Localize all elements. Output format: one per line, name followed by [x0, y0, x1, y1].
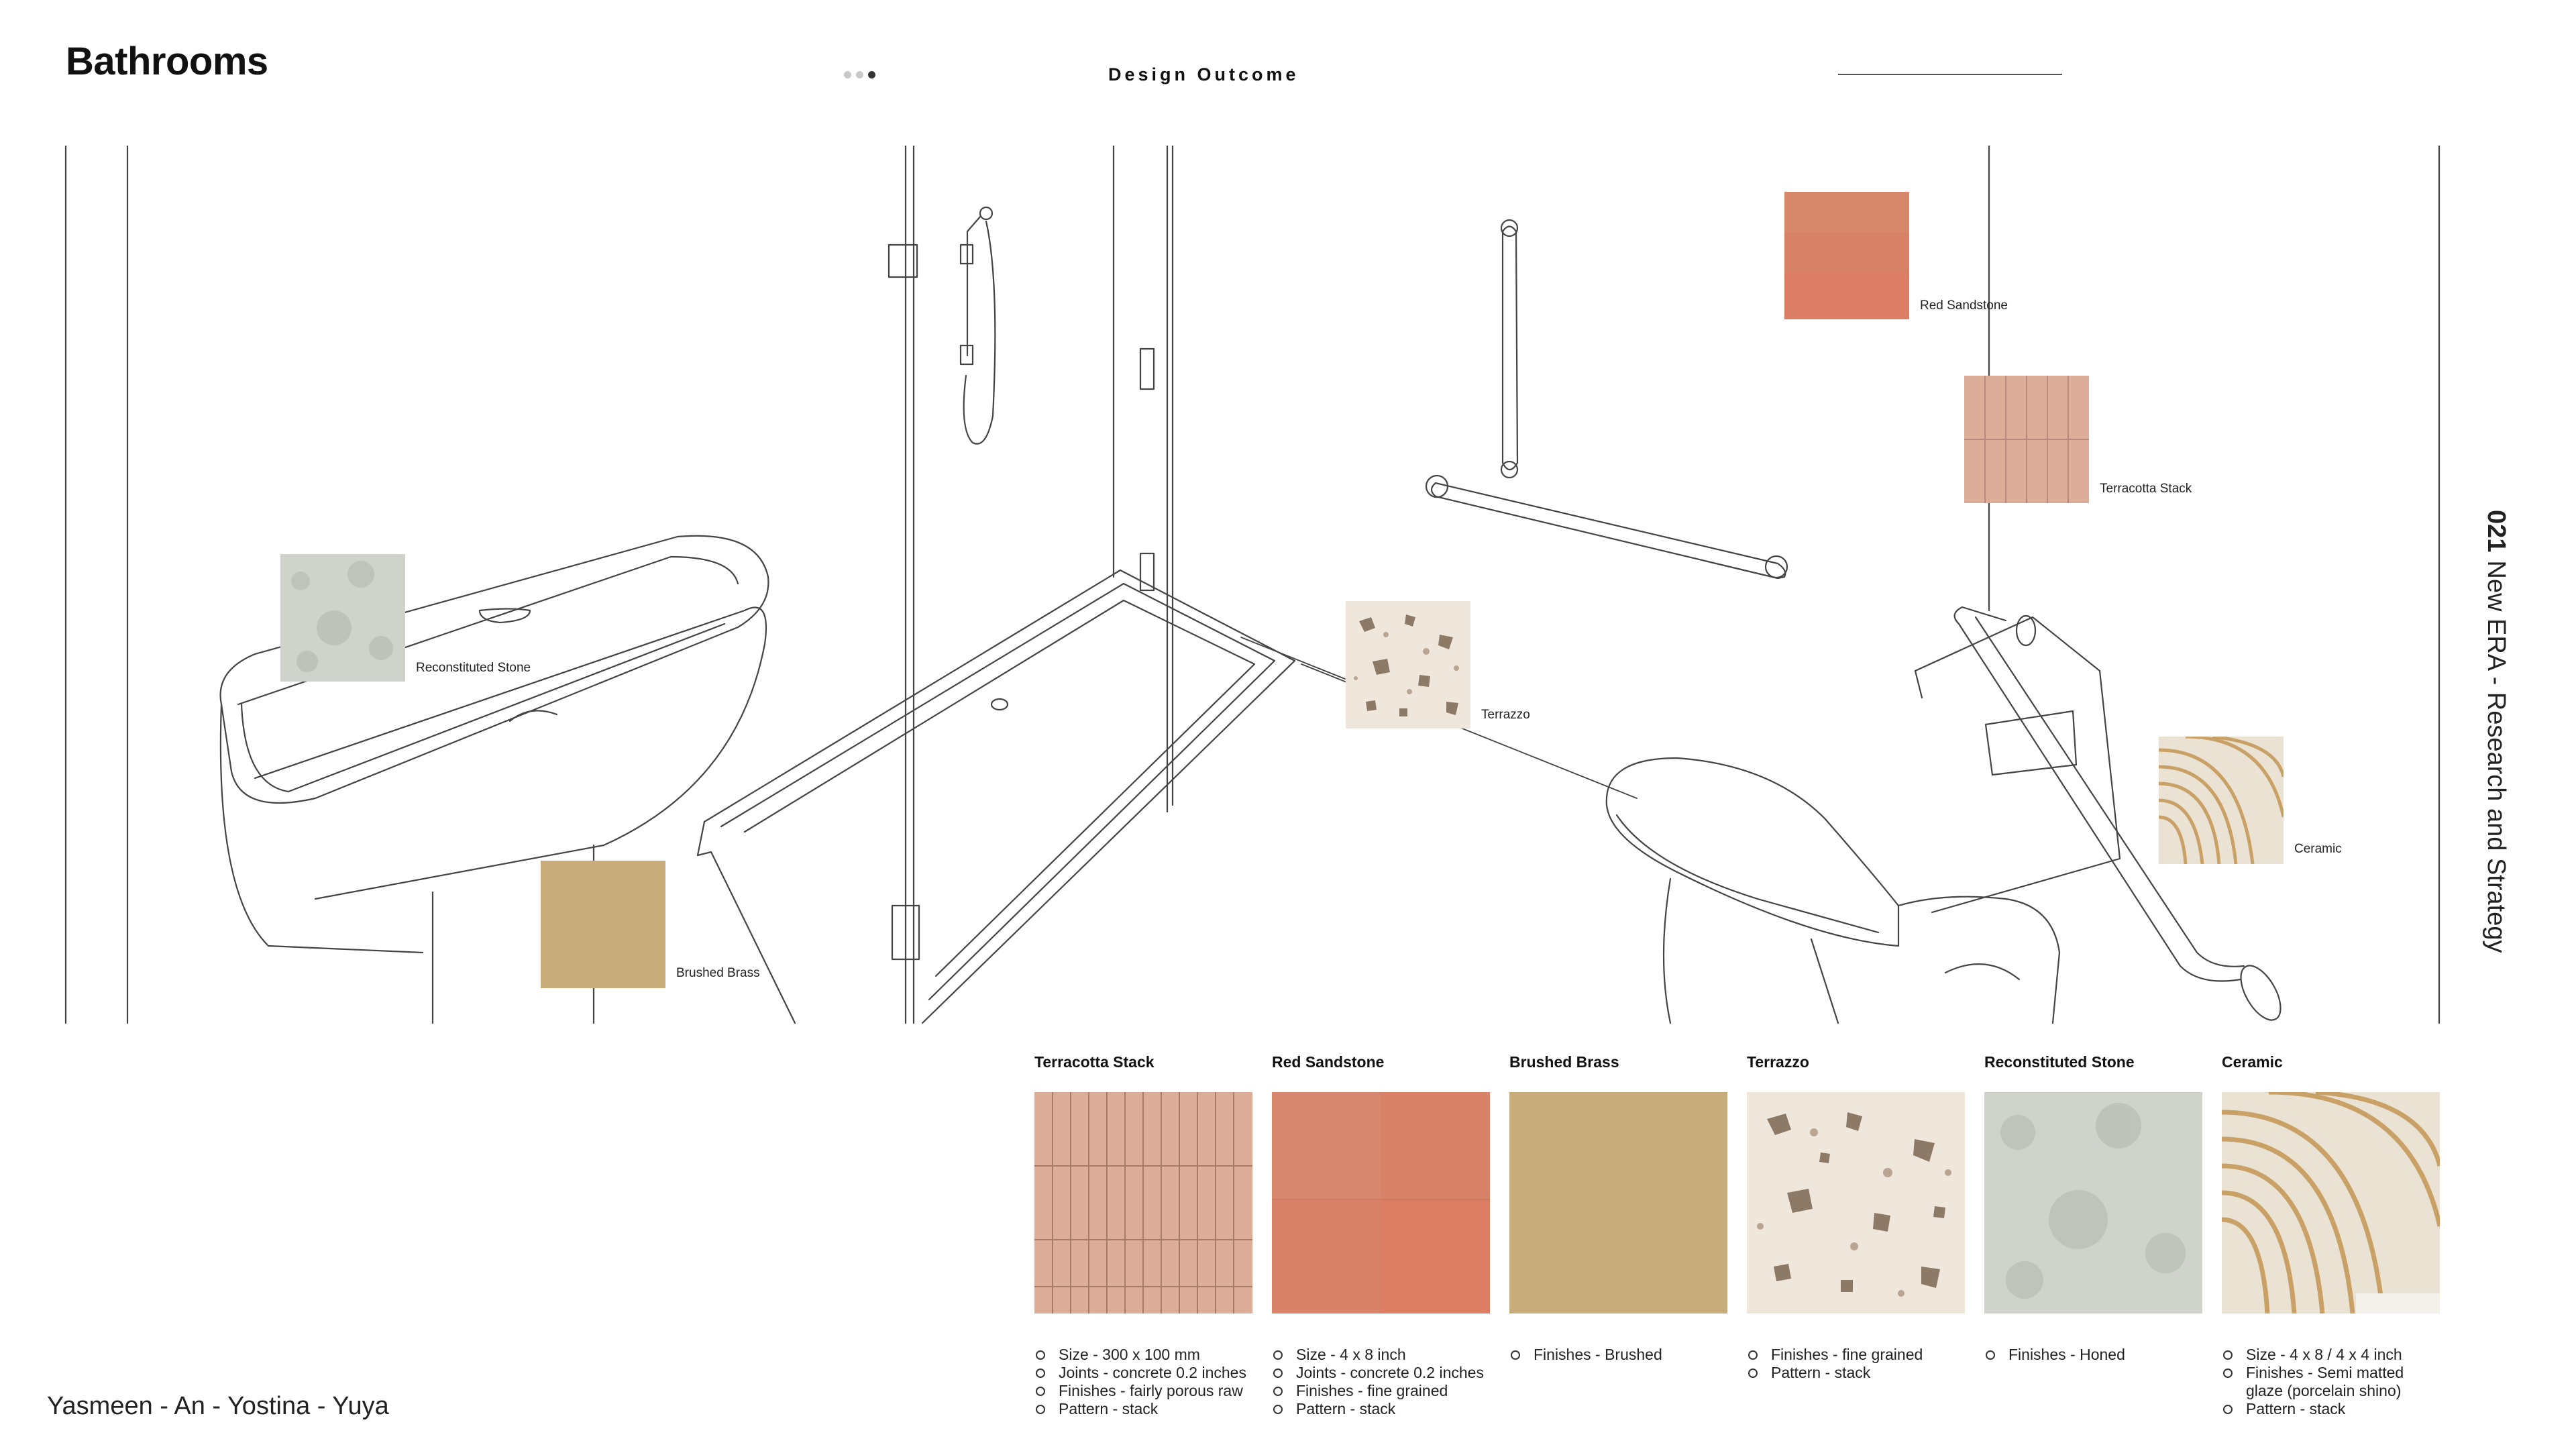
material-specs: Size - 300 x 100 mm Joints - concrete 0.… [1034, 1346, 1252, 1418]
red-sandstone-swatch [1784, 192, 1909, 319]
material-name: Terracotta Stack [1034, 1053, 1155, 1071]
material-name: Terrazzo [1747, 1053, 1809, 1071]
spec-item: Pattern - stack [1747, 1364, 1965, 1382]
ceramic-tile [2222, 1092, 2440, 1313]
material-name: Ceramic [2222, 1053, 2283, 1071]
spec-item: Joints - concrete 0.2 inches [1034, 1364, 1252, 1382]
brushed-brass-tile [1509, 1092, 1727, 1313]
material-specs: Size - 4 x 8 / 4 x 4 inch Finishes - Sem… [2222, 1346, 2440, 1418]
material-specs: Finishes - fine grained Pattern - stack [1747, 1346, 1965, 1382]
authors: Yasmeen - An - Yostina - Yuya [47, 1392, 389, 1420]
spec-item: Size - 4 x 8 inch [1272, 1346, 1490, 1364]
material-card-reconstituted-stone: Reconstituted Stone Finishes - Honed [1984, 1053, 2202, 1364]
label-terracotta-stack: Terracotta Stack [2100, 482, 2192, 496]
vanity-basin [219, 535, 769, 1024]
spec-item: Finishes - Honed [1984, 1346, 2202, 1364]
grab-bars [1425, 219, 1788, 580]
label-terrazzo: Terrazzo [1481, 708, 1530, 722]
toilet [1605, 606, 2282, 1024]
ceramic-swatch [2159, 737, 2284, 864]
page-dot [844, 71, 851, 78]
reconstituted-stone-swatch [280, 554, 405, 682]
label-brushed-brass: Brushed Brass [676, 966, 760, 980]
spec-item: Pattern - stack [2222, 1400, 2440, 1418]
red-sandstone-tile [1272, 1092, 1490, 1313]
label-red-sandstone: Red Sandstone [1920, 299, 2008, 313]
label-ceramic: Ceramic [2294, 842, 2342, 856]
spec-item: Pattern - stack [1034, 1400, 1252, 1418]
material-specs: Size - 4 x 8 inch Joints - concrete 0.2 … [1272, 1346, 1490, 1418]
page-title: Bathrooms [66, 40, 268, 83]
bathroom-line-drawing [64, 145, 2440, 1024]
material-specs: Finishes - Honed [1984, 1346, 2202, 1364]
spec-item: Size - 300 x 100 mm [1034, 1346, 1252, 1364]
label-reconstituted-stone: Reconstituted Stone [416, 661, 531, 675]
material-name: Brushed Brass [1509, 1053, 1619, 1071]
spec-item: Pattern - stack [1272, 1400, 1490, 1418]
spec-item: Finishes - Semi matted glaze (porcelain … [2222, 1364, 2440, 1400]
page-indicator [844, 71, 875, 78]
material-specs: Finishes - Brushed [1509, 1346, 1727, 1364]
section-title: Design Outcome [1108, 64, 1299, 85]
spec-item: Finishes - Brushed [1509, 1346, 1727, 1364]
material-card-ceramic: Ceramic Size - 4 x 8 / 4 x 4 inch Finish… [2222, 1053, 2440, 1418]
terracotta-stack-swatch [1964, 376, 2089, 503]
spec-item: Finishes - fairly porous raw [1034, 1382, 1252, 1400]
spec-item: Size - 4 x 8 / 4 x 4 inch [2222, 1346, 2440, 1364]
terrazzo-swatch [1346, 601, 1470, 729]
shower-enclosure [696, 145, 1296, 1024]
material-card-red-sandstone: Red Sandstone Size - 4 x 8 inch Joints -… [1272, 1053, 1490, 1418]
material-card-terrazzo: Terrazzo Finishes - fine grained Pattern… [1747, 1053, 1965, 1382]
page-dot-active [868, 71, 875, 78]
terrazzo-tile [1747, 1092, 1965, 1313]
material-card-terracotta-stack: Terracotta Stack Size - 300 x 100 mm Joi… [1034, 1053, 1252, 1418]
brushed-brass-swatch [541, 861, 665, 988]
terracotta-stack-tile [1034, 1092, 1252, 1313]
spec-item: Finishes - fine grained [1747, 1346, 1965, 1364]
material-name: Reconstituted Stone [1984, 1053, 2135, 1071]
material-name: Red Sandstone [1272, 1053, 1385, 1071]
floor-line [1240, 637, 1346, 680]
spec-item: Joints - concrete 0.2 inches [1272, 1364, 1490, 1382]
header-rule [1838, 74, 2062, 75]
reconstituted-stone-tile [1984, 1092, 2202, 1313]
spec-item: Finishes - fine grained [1272, 1382, 1490, 1400]
page-dot [856, 71, 863, 78]
material-card-brushed-brass: Brushed Brass Finishes - Brushed [1509, 1053, 1727, 1364]
